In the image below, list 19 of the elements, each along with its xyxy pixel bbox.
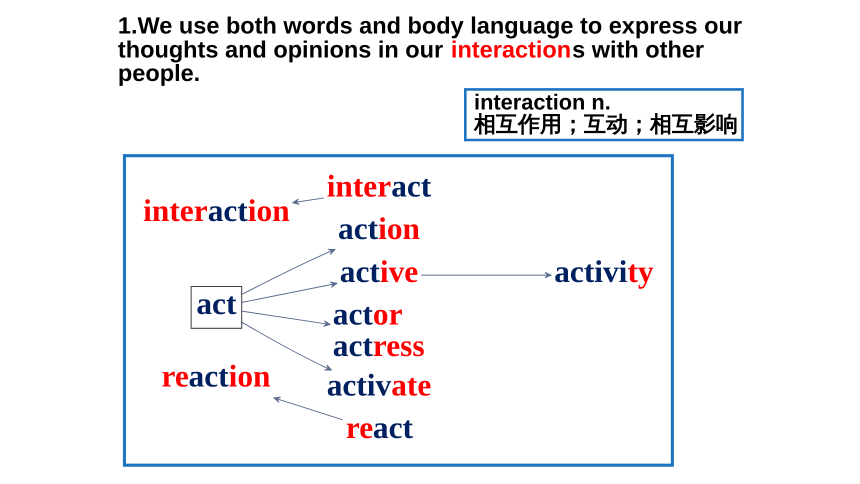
node-text: interaction [143,192,290,228]
node-box: act [190,286,242,329]
diagram-title: 1.We use both words and body language to express our thoughts and opinions in our interactions with other people. [118,12,742,86]
arrow [241,281,338,303]
arrow [241,322,332,371]
node-text: reaction [161,358,270,394]
node-text: react [346,410,413,445]
arrow [292,197,324,205]
arrow [420,272,552,278]
node-text: action [338,211,420,246]
node-text: activity [554,254,654,289]
arrow [241,310,331,327]
cluster [122,154,674,467]
node-text: activate [326,367,432,402]
node-text: interact [326,168,432,204]
arrow [242,248,336,295]
node-text: active [340,254,418,289]
arrow [274,396,344,420]
node-box: interaction n. 相互作用；互动；相互影响 [464,88,744,142]
